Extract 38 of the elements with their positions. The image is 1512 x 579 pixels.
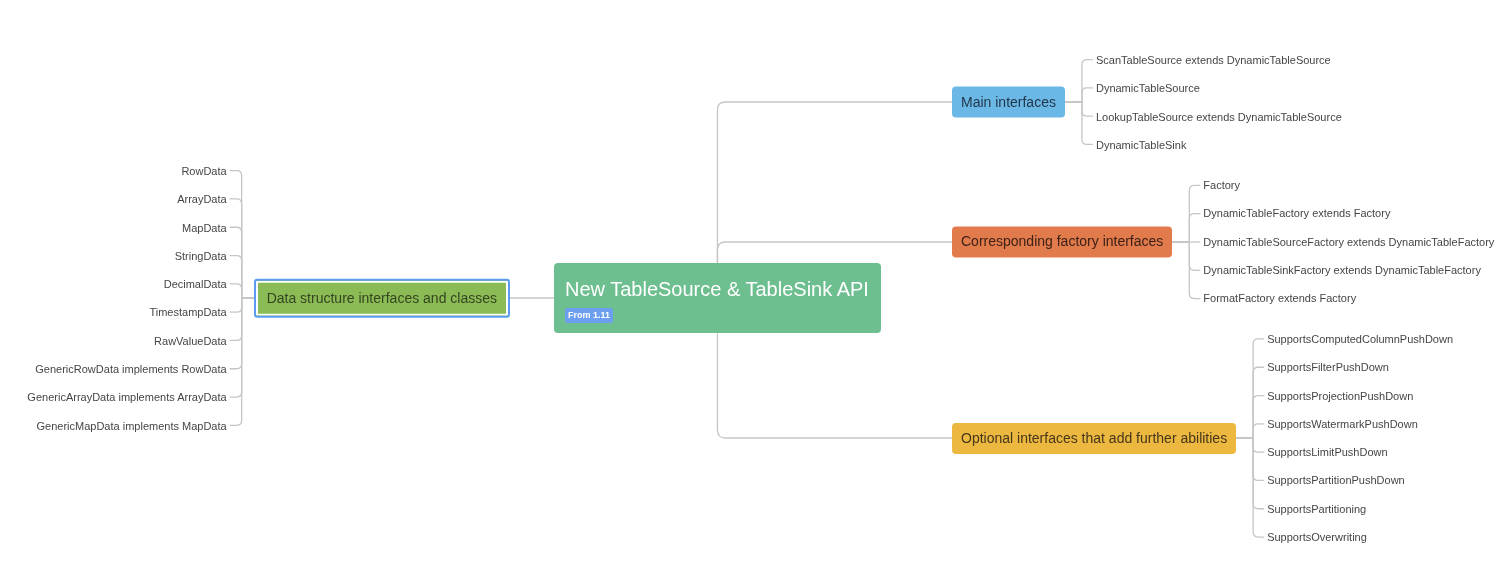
topic-title: New TableSource & TableSink API [565,277,869,301]
subtopic-text: RowData [178,163,230,178]
subtopic-text: MapData [179,220,230,235]
subtopic-text: DecimalData [160,276,230,291]
subtopic-text: SupportsProjectionPushDown [1264,388,1417,403]
subtopic-text: GenericMapData implements MapData [33,418,230,433]
subtopic-text: SupportsComputedColumnPushDown [1264,331,1457,346]
root-topic-box [554,263,881,333]
connector-line [716,332,953,439]
subtopic-text: FormatFactory extends Factory [1200,291,1360,306]
branch-topic: Corresponding factory interfaces [952,226,1173,258]
subtopic-text: DynamicTableFactory extends Factory [1200,206,1394,221]
subtopic-text: Factory [1200,178,1243,193]
subtopic-text: DynamicTableSink [1092,137,1190,152]
connector-line [509,297,555,299]
subtopic-text: SupportsPartitionPushDown [1264,473,1408,488]
subtopic-text: RawValueData [151,333,230,348]
subtopic-text: TimestampData [146,305,230,320]
subtopic-text: DynamicTableSourceFactory extends DynamicTableFactory [1200,235,1498,249]
connector-line [716,241,953,264]
subtopic-text: SupportsLimitPushDown [1264,445,1391,460]
version-tag: From 1.11 [565,308,614,323]
subtopic-text: ArrayData [174,191,230,206]
subtopic-text: ScanTableSource extends DynamicTableSource [1092,52,1334,67]
subtopic-text: GenericArrayData implements ArrayData [24,390,230,405]
branch-topic: Main interfaces [952,86,1065,118]
subtopic-text: LookupTableSource extends DynamicTableSource [1092,109,1345,124]
branch-topic: Data structure interfaces and classes [253,278,510,318]
subtopic-text: StringData [171,248,230,263]
subtopic-text: GenericRowData implements RowData [32,361,230,376]
subtopic-text: SupportsPartitioning [1264,501,1370,516]
subtopic-text: SupportsWatermarkPushDown [1264,416,1421,431]
connector-line [229,297,255,426]
subtopic-text: DynamicTableSinkFactory extends DynamicTableFactory [1200,263,1484,278]
branch-topic: Optional interfaces that add further abilities [952,422,1237,454]
subtopic-text: SupportsFilterPushDown [1264,360,1392,375]
subtopic-text: SupportsOverwriting [1264,530,1370,545]
subtopic-text: DynamicTableSource [1092,80,1203,95]
